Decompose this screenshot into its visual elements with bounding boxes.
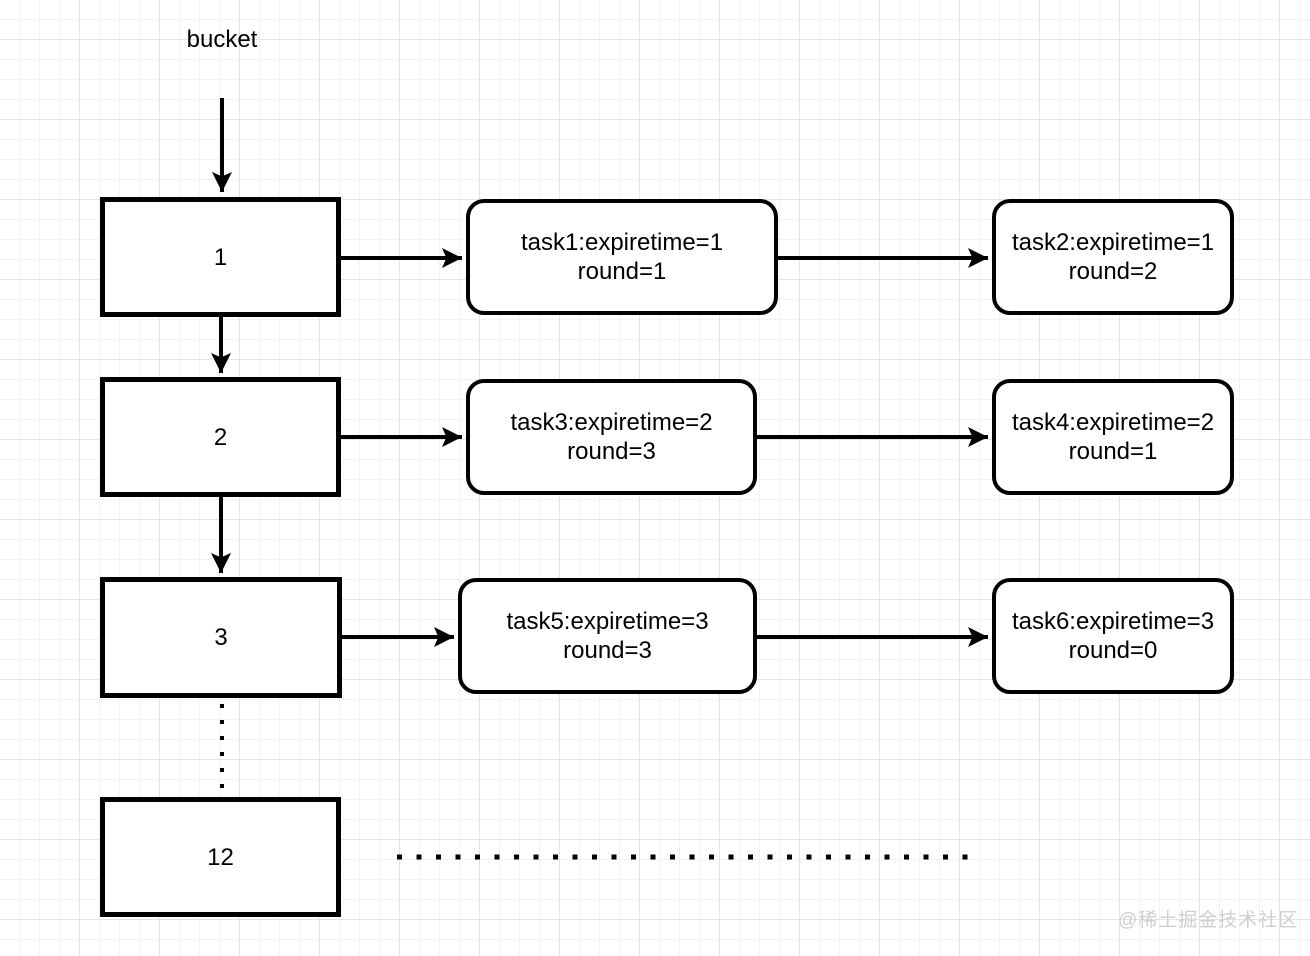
task-node-5: task5:expiretime=3 round=3: [458, 578, 757, 694]
task-node-3: task3:expiretime=2 round=3: [466, 379, 757, 495]
task-node-5-line1: task5:expiretime=3: [506, 608, 709, 635]
task-node-1: task1:expiretime=1 round=1: [466, 199, 778, 315]
bucket-node-12-label: 12: [207, 843, 234, 871]
task-node-4-line2: round=1: [1068, 438, 1158, 465]
bucket-node-3-label: 3: [214, 624, 228, 651]
task-node-6-line2: round=0: [1068, 637, 1158, 664]
juejin-watermark: @稀土掘金技术社区: [1118, 910, 1299, 931]
task-node-1-line1: task1:expiretime=1: [520, 229, 724, 256]
task-node-4: task4:expiretime=2 round=1: [992, 379, 1234, 495]
bucket-node-2-label: 2: [213, 423, 228, 451]
task-node-6: task6:expiretime=3 round=0: [992, 578, 1234, 694]
bucket-node-1: 1: [100, 197, 341, 317]
bucket-title-label: bucket: [186, 26, 258, 53]
bucket-node-1-label: 1: [213, 243, 228, 271]
task-node-2-line1: task2:expiretime=1: [1011, 229, 1215, 256]
task-node-4-line1: task4:expiretime=2: [1011, 409, 1215, 436]
task-node-5-line2: round=3: [563, 637, 652, 664]
bucket-node-2: 2: [100, 377, 341, 497]
task-node-2-line2: round=2: [1068, 258, 1158, 285]
bucket-node-3: 3: [100, 577, 342, 698]
task-node-2: task2:expiretime=1 round=2: [992, 199, 1234, 315]
task-node-3-line1: task3:expiretime=2: [510, 409, 713, 436]
task-node-3-line2: round=3: [567, 438, 656, 465]
bucket-node-12: 12: [100, 797, 341, 917]
task-node-6-line1: task6:expiretime=3: [1011, 608, 1215, 635]
task-node-1-line2: round=1: [577, 258, 667, 285]
